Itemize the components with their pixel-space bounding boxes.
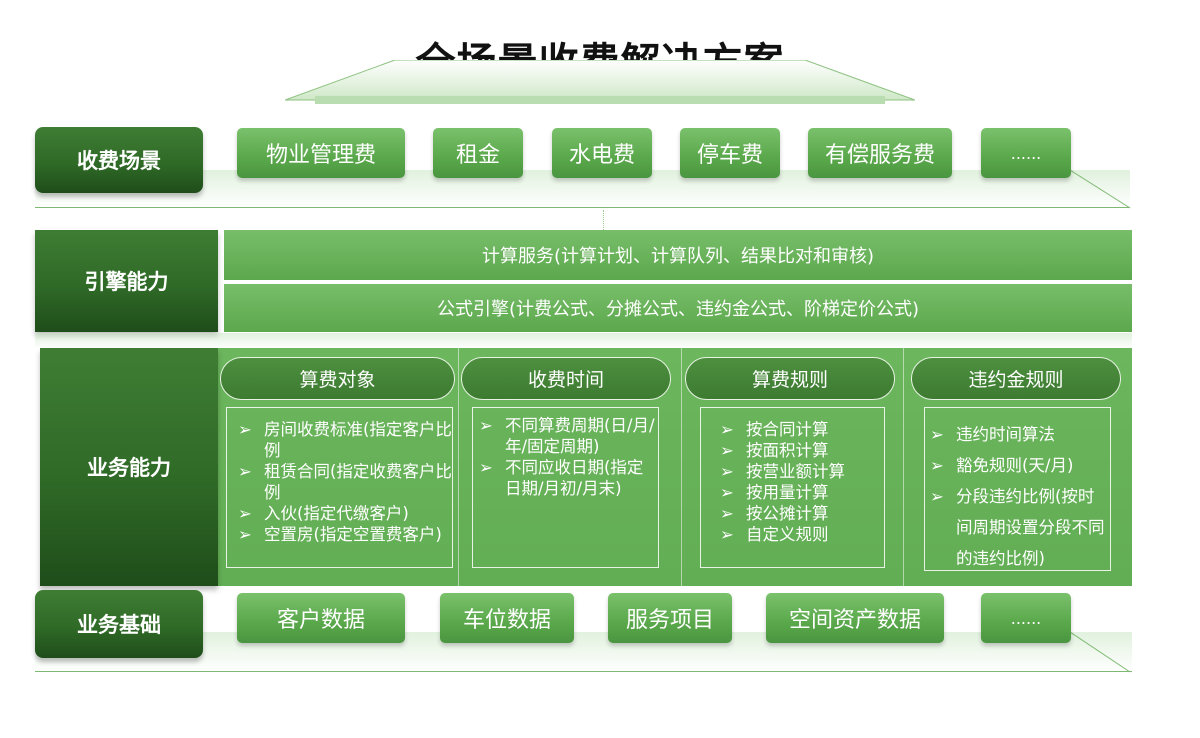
- bullet-icon: ➢: [479, 458, 493, 477]
- bullet-icon: ➢: [720, 504, 734, 523]
- list-item: ➢违约时间算法: [930, 419, 1105, 450]
- foundation-item-customer-data: 客户数据: [237, 593, 405, 643]
- column-title-billing-object: 算费对象: [220, 357, 455, 400]
- engine-bar-formula: 公式引擎(计费公式、分摊公式、违约金公式、阶梯定价公式): [224, 284, 1132, 332]
- row-label-scenes: 收费场景: [35, 127, 203, 193]
- scene-item-property-fee: 物业管理费: [237, 128, 405, 178]
- column-title-penalty-rules: 违约金规则: [911, 357, 1121, 400]
- list-item: ➢房间收费标准(指定客户比例: [238, 420, 452, 460]
- scene-item-paid-service: 有偿服务费: [808, 128, 952, 178]
- foundation-item-more: ......: [981, 593, 1071, 643]
- engine-bar-compute: 计算服务(计算计划、计算队列、结果比对和审核): [224, 230, 1132, 280]
- bullet-icon: ➢: [720, 441, 734, 460]
- scene-item-parking: 停车费: [680, 128, 780, 178]
- billing-time-box: [472, 407, 659, 568]
- billing-object-box: [226, 407, 453, 568]
- billing-rules-box: [700, 407, 885, 568]
- list-item: ➢按合同计算: [720, 420, 829, 439]
- bullet-icon: ➢: [720, 483, 734, 502]
- foundation-platform-line: [35, 671, 1132, 672]
- engine-platform: [35, 333, 1132, 349]
- bullet-icon: ➢: [238, 420, 252, 439]
- scene-item-utilities: 水电费: [552, 128, 652, 178]
- list-item: ➢租赁合同(指定收费客户比例: [238, 462, 452, 502]
- billing-object-list: ➢房间收费标准(指定客户比例 ➢租赁合同(指定收费客户比例 ➢入伙(指定代缴客户…: [238, 419, 458, 545]
- column-divider: [681, 348, 682, 586]
- billing-time-list: ➢不同算费周期(日/月/年/固定周期) ➢不同应收日期(指定日期/月初/月末): [479, 415, 655, 499]
- bullet-icon: ➢: [238, 462, 252, 481]
- bullet-icon: ➢: [720, 525, 734, 544]
- list-item: ➢空置房(指定空置费客户): [238, 525, 442, 544]
- column-title-billing-time: 收费时间: [461, 357, 671, 400]
- bullet-icon: ➢: [720, 462, 734, 481]
- title-roof-decoration: [285, 60, 915, 104]
- row-label-engine: 引擎能力: [35, 230, 218, 332]
- row-label-foundation: 业务基础: [35, 590, 203, 658]
- foundation-platform: [35, 632, 1132, 672]
- list-item: ➢豁免规则(天/月): [930, 450, 1105, 481]
- scene-item-more: ......: [981, 128, 1071, 178]
- list-item: ➢按公摊计算: [720, 504, 829, 523]
- list-item: ➢按用量计算: [720, 483, 829, 502]
- penalty-rules-list: ➢违约时间算法 ➢豁免规则(天/月) ➢分段违约比例(按时间周期设置分段不同的违…: [930, 419, 1105, 574]
- connector-dots: [603, 210, 604, 230]
- scenes-platform-edge: [1070, 169, 1131, 209]
- billing-rules-list: ➢按合同计算 ➢按面积计算 ➢按营业额计算 ➢按用量计算 ➢按公摊计算 ➢自定义…: [720, 419, 880, 545]
- list-item: ➢按面积计算: [720, 441, 829, 460]
- engine-bar-divider: [224, 280, 1132, 281]
- column-title-billing-rules: 算费规则: [685, 357, 895, 400]
- list-item: ➢按营业额计算: [720, 462, 845, 481]
- bullet-icon: ➢: [238, 525, 252, 544]
- foundation-platform-edge: [1070, 631, 1131, 673]
- scenes-platform-line: [35, 207, 1130, 208]
- foundation-item-space-assets: 空间资产数据: [766, 593, 944, 643]
- bullet-icon: ➢: [930, 456, 944, 475]
- list-item: ➢分段违约比例(按时间周期设置分段不同的违约比例): [930, 481, 1105, 574]
- column-divider: [903, 348, 904, 586]
- bullet-icon: ➢: [479, 416, 493, 435]
- bullet-icon: ➢: [720, 420, 734, 439]
- row-label-business: 业务能力: [40, 348, 218, 586]
- penalty-rules-box: [924, 407, 1111, 571]
- bullet-icon: ➢: [930, 487, 944, 506]
- scene-item-rent: 租金: [433, 128, 523, 178]
- list-item: ➢不同算费周期(日/月/年/固定周期): [479, 416, 655, 456]
- list-item: ➢自定义规则: [720, 525, 829, 544]
- foundation-item-parking-data: 车位数据: [440, 593, 574, 643]
- list-item: ➢不同应收日期(指定日期/月初/月末): [479, 458, 644, 498]
- bullet-icon: ➢: [238, 504, 252, 523]
- column-divider: [458, 348, 459, 586]
- foundation-item-service-items: 服务项目: [608, 593, 732, 643]
- list-item: ➢入伙(指定代缴客户): [238, 504, 409, 523]
- bullet-icon: ➢: [930, 425, 944, 444]
